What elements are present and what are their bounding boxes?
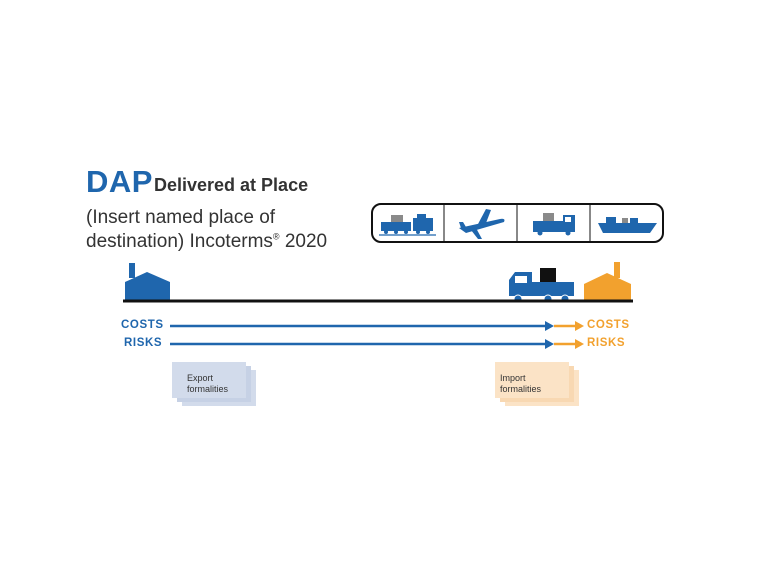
buyer-costs-label: COSTS	[587, 319, 630, 331]
buyer-risks-label: RISKS	[587, 337, 626, 349]
train-icon	[379, 214, 436, 236]
truck-icon	[533, 213, 575, 236]
seller-risks-label: RISKS	[124, 337, 163, 349]
export-formalities-docs	[172, 362, 256, 406]
import-formalities-docs	[495, 362, 579, 406]
term-name: Delivered at Place	[154, 175, 309, 195]
seller-costs-label: COSTS	[121, 319, 164, 331]
seller-warehouse-icon	[125, 263, 170, 300]
delivery-truck-icon	[509, 268, 574, 304]
subtitle-line-2: destination) Incoterms® 2020	[86, 231, 328, 252]
plane-icon	[459, 209, 505, 239]
subtitle-line-1: (Insert named place of	[86, 207, 276, 228]
term-code: DAP	[86, 164, 153, 199]
buyer-warehouse-icon	[584, 262, 631, 300]
ship-icon	[598, 217, 657, 233]
import-formalities-label: Import formalities	[500, 373, 542, 394]
export-formalities-label: Export formalities	[187, 373, 229, 394]
